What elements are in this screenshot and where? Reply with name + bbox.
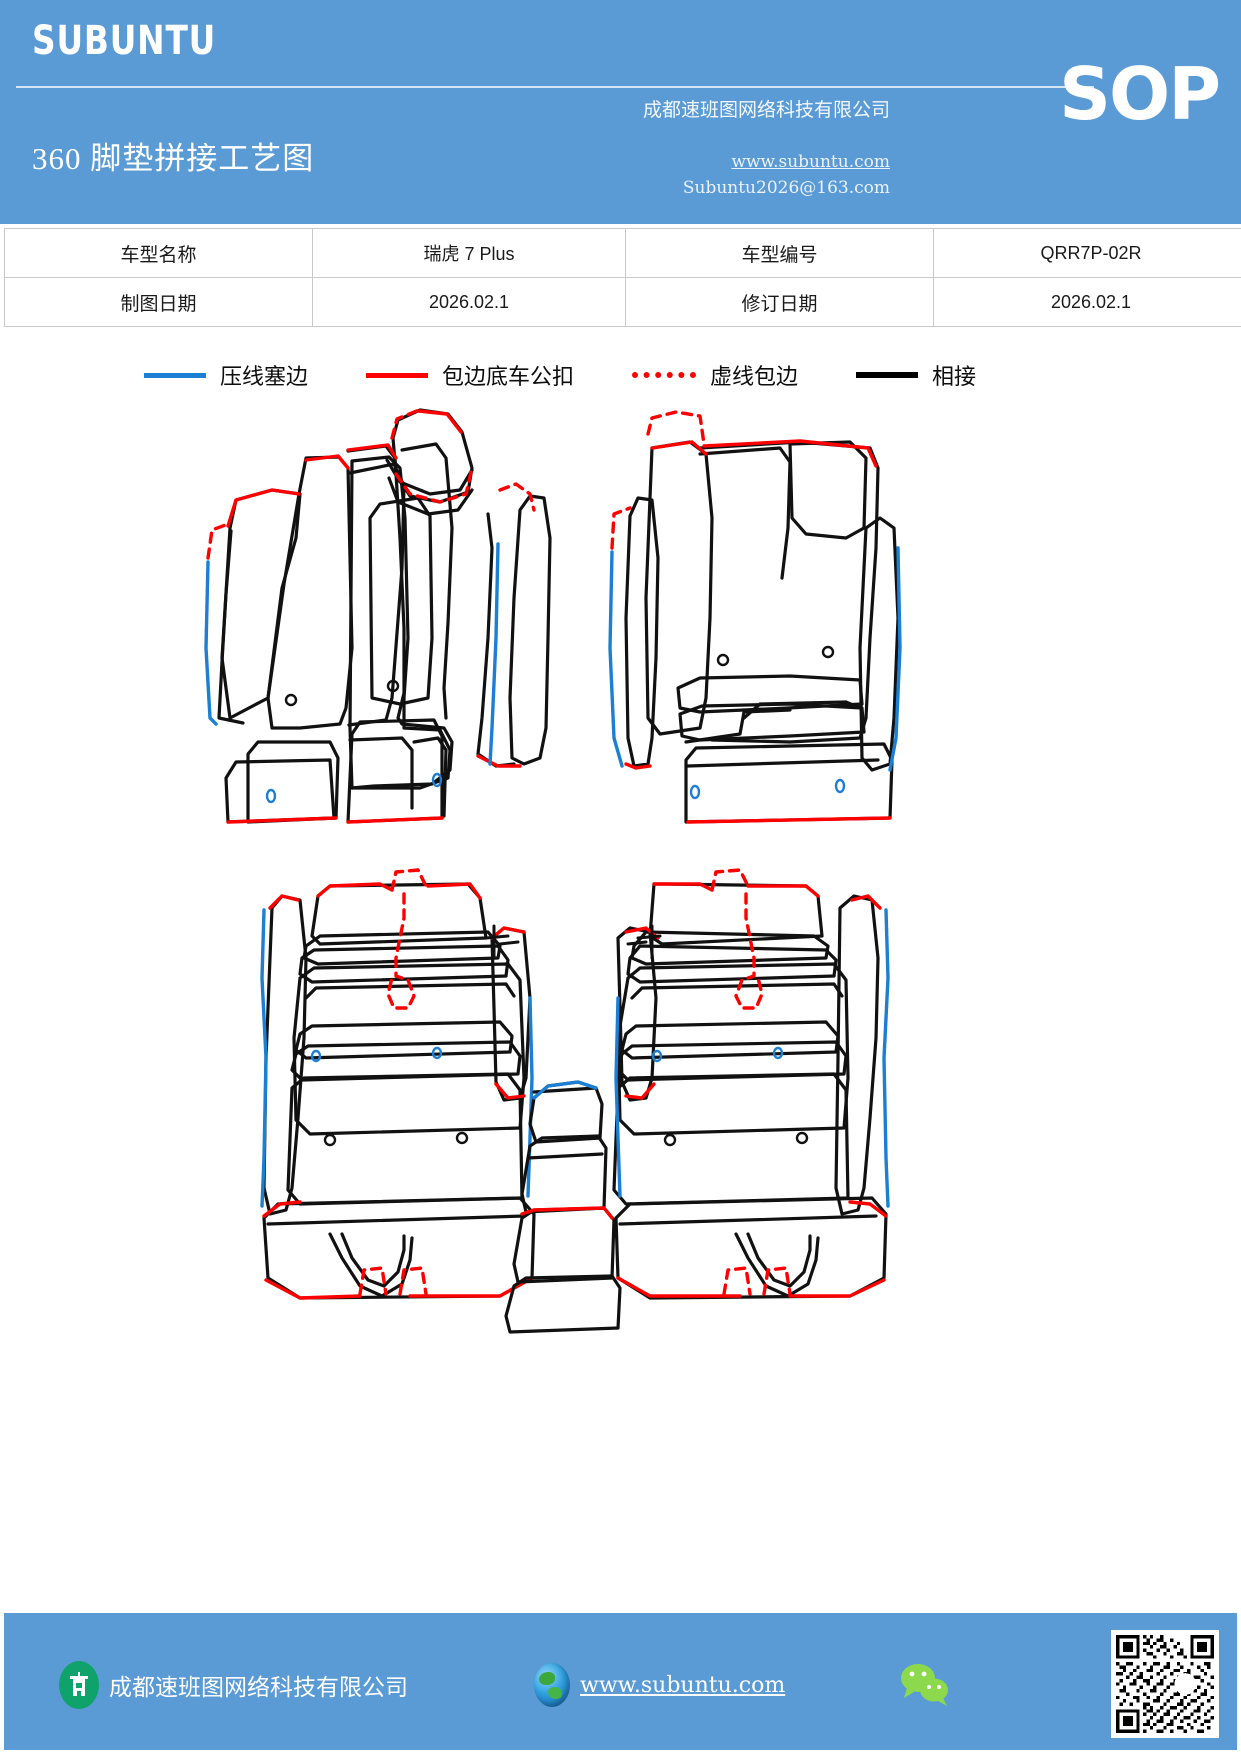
page-footer: 成都速班图网络科技有限公司 www.subuntu.com	[4, 1613, 1237, 1750]
mat-press-holes-rear-right	[651, 1046, 784, 1063]
header-email: Subuntu2026@163.com	[682, 178, 890, 198]
mat-press-edge-front-right	[608, 546, 902, 772]
draw-date-label: 制图日期	[4, 277, 313, 327]
legend-item-press-edge: 压线塞边	[143, 359, 308, 391]
mat-dashed-binding-rear-right	[710, 868, 792, 1296]
mat-dashed-binding-rear-left	[358, 868, 428, 1296]
mat-edge-binding-rear-left	[262, 882, 534, 1300]
footer-company: 成都速班图网络科技有限公司	[59, 1661, 408, 1709]
legend-swatch-red-line-icon	[365, 372, 428, 378]
mat-holes-front-right	[716, 645, 835, 667]
mat-edge-binding-center	[520, 1206, 614, 1220]
header-website-link[interactable]: www.subuntu.com	[731, 152, 890, 172]
footer-website[interactable]: www.subuntu.com	[534, 1663, 785, 1707]
table-row: 制图日期 2026.02.1 修订日期 2026.02.1	[4, 277, 1241, 327]
building-icon	[59, 1661, 99, 1709]
mat-marker-rear-right	[626, 924, 662, 960]
legend-label: 虚线包边	[710, 364, 799, 389]
table-row: 车型名称 瑞虎 7 Plus 车型编号 QRR7P-02R	[4, 228, 1241, 278]
header-divider	[16, 86, 1094, 88]
header-company-name: 成都速班图网络科技有限公司	[642, 100, 890, 121]
qr-code	[1111, 1630, 1219, 1738]
wechat-icon	[899, 1661, 951, 1707]
mat-press-edge-rear-right	[614, 908, 890, 1208]
legend-item-dashed-binding: 虚线包边	[632, 359, 798, 391]
legend-swatch-red-dotted-line-icon	[632, 372, 696, 378]
footer-website-link[interactable]: www.subuntu.com	[580, 1672, 786, 1698]
mat-piece-front-left	[217, 408, 552, 824]
brand-logo: SUBUNTU	[32, 18, 217, 64]
revision-date-value: 2026.02.1	[933, 277, 1241, 327]
model-code-label: 车型编号	[625, 228, 934, 278]
revision-date-label: 修订日期	[625, 277, 934, 327]
vehicle-info-table: 车型名称 瑞虎 7 Plus 车型编号 QRR7P-02R 制图日期 2026.…	[4, 228, 1241, 327]
mat-dashed-binding-front-left	[206, 408, 536, 560]
mat-press-edge-center	[532, 1080, 598, 1100]
mat-marker-rear-left	[484, 924, 520, 960]
model-name-label: 车型名称	[4, 228, 313, 278]
legend-swatch-black-line-icon	[856, 372, 919, 378]
footer-company-name: 成都速班图网络科技有限公司	[109, 1675, 408, 1700]
legend-swatch-blue-line-icon	[143, 372, 206, 378]
mat-press-edge-front-left	[204, 542, 500, 766]
draw-date-value: 2026.02.1	[312, 277, 626, 327]
mat-press-holes-front-right	[689, 778, 846, 800]
mat-piece-front-right	[624, 440, 900, 824]
mat-holes-rear-right	[663, 1131, 809, 1147]
mat-holes-front-left	[284, 679, 400, 707]
mat-holes-rear-left	[323, 1131, 469, 1147]
model-code-value: QRR7P-02R	[933, 228, 1241, 278]
mat-press-holes-rear-left	[310, 1046, 443, 1063]
technical-drawing	[0, 398, 1241, 1608]
legend-item-joint: 相接	[856, 359, 976, 391]
legend-label: 压线塞边	[219, 364, 308, 389]
legend-label: 包边底车公扣	[441, 364, 574, 389]
mat-edge-binding-rear-right	[616, 882, 888, 1298]
document-type-badge: SOP	[1059, 52, 1221, 136]
model-name-value: 瑞虎 7 Plus	[312, 228, 626, 278]
mat-press-holes-front-left	[265, 772, 443, 804]
page-header: SUBUNTU 360 脚垫拼接工艺图 成都速班图网络科技有限公司 www.su…	[0, 0, 1241, 224]
globe-icon	[534, 1663, 570, 1707]
mat-edge-binding-front-right	[624, 439, 892, 824]
legend-label: 相接	[932, 364, 977, 389]
legend-item-binding: 包边底车公扣	[365, 359, 574, 391]
mat-edge-binding-front-left	[226, 409, 522, 824]
mat-dashed-binding-front-right	[610, 410, 706, 550]
mat-piece-rear-right	[612, 882, 888, 1300]
page-title: 360 脚垫拼接工艺图	[32, 141, 315, 176]
legend: 压线塞边 包边底车公扣 虚线包边 相接	[0, 355, 1120, 395]
